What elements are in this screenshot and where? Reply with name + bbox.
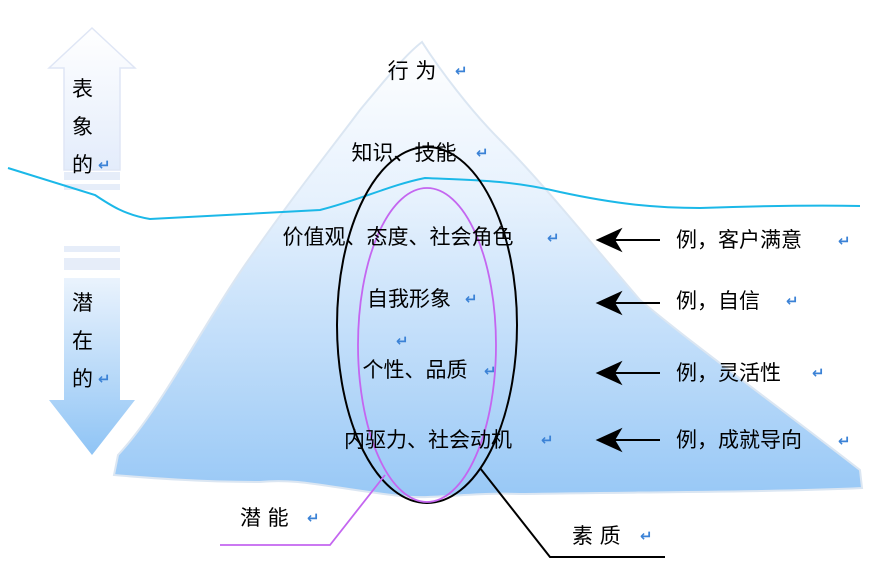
layer-behavior: 行 为 — [388, 59, 437, 83]
return-mark-icon: ↵ — [838, 432, 851, 450]
down-label-char-1: 潜 — [72, 291, 93, 315]
return-mark-icon: ↵ — [484, 362, 497, 380]
return-mark-icon: ↵ — [812, 364, 825, 382]
left-arrow-icon — [595, 427, 623, 453]
example-flexibility: 例，灵活性 — [676, 361, 781, 385]
hidden-down-arrow — [49, 246, 135, 455]
down-label-char-3: 的 — [72, 367, 93, 391]
potential-ellipse — [357, 187, 497, 503]
return-mark-icon: ↵ — [98, 370, 111, 388]
return-mark-icon: ↵ — [307, 509, 320, 527]
down-label-char-2: 在 — [72, 329, 93, 353]
surface-up-arrow — [47, 26, 137, 190]
layer-values-attitudes: 价值观、态度、社会角色 — [283, 225, 514, 249]
up-label-char-1: 表 — [72, 77, 93, 101]
quality-label: 素 质 — [572, 524, 621, 548]
return-mark-icon: ↵ — [541, 431, 554, 449]
up-label-char-2: 象 — [72, 115, 93, 139]
left-arrow-icon — [595, 290, 623, 316]
example-confidence: 例，自信 — [676, 289, 760, 313]
return-mark-icon: ↵ — [640, 527, 653, 545]
return-mark-icon: ↵ — [838, 232, 851, 250]
layer-motivation: 内驱力、社会动机 — [344, 428, 512, 452]
layer-self-image: 自我形象 — [367, 287, 451, 311]
example-achievement: 例，成就导向 — [676, 428, 802, 452]
potential-label: 潜 能 — [240, 506, 289, 530]
return-mark-icon: ↵ — [98, 156, 111, 174]
up-label-char-3: 的 — [72, 153, 93, 177]
example-arrows — [595, 227, 660, 453]
layer-knowledge-skills: 知识、技能 — [352, 141, 457, 165]
return-mark-icon: ↵ — [547, 229, 560, 247]
waterline — [7, 167, 861, 221]
potential-callout-line — [220, 474, 386, 546]
left-arrow-icon — [595, 360, 623, 386]
layer-personality: 个性、品质 — [363, 358, 468, 382]
return-mark-icon: ↵ — [465, 290, 478, 308]
return-mark-icon: ↵ — [396, 332, 409, 350]
return-mark-icon: ↵ — [786, 292, 799, 310]
example-customer-satisfaction: 例，客户满意 — [676, 228, 802, 252]
quality-callout-line — [479, 467, 665, 558]
left-arrow-icon — [595, 227, 623, 253]
return-mark-icon: ↵ — [476, 144, 489, 162]
return-mark-icon: ↵ — [455, 62, 468, 80]
quality-ellipse — [336, 146, 518, 504]
